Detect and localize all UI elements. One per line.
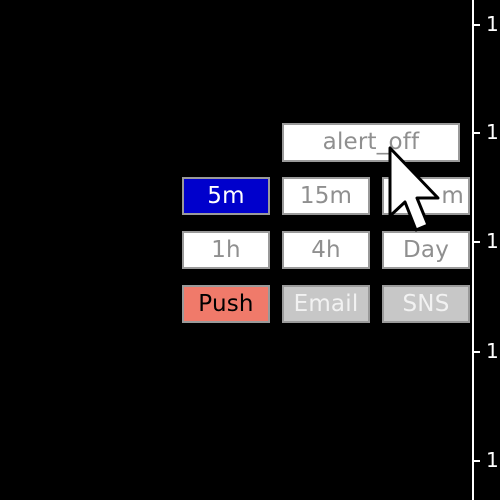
- price-axis-tick: [472, 24, 480, 26]
- price-axis-tick-label: 1: [486, 339, 499, 363]
- price-axis-tick: [472, 460, 480, 462]
- timeframe-15m-button[interactable]: 15m: [282, 177, 370, 215]
- price-axis-line: [472, 0, 474, 500]
- email-notification-button[interactable]: Email: [282, 285, 370, 323]
- sns-notification-button[interactable]: SNS: [382, 285, 470, 323]
- timeframe-5m-button[interactable]: 5m: [182, 177, 270, 215]
- timeframe-day-button[interactable]: Day: [382, 231, 470, 269]
- push-notification-button[interactable]: Push: [182, 285, 270, 323]
- price-axis-tick-label: 1: [486, 120, 499, 144]
- alert-toggle-button[interactable]: alert_off: [282, 123, 460, 162]
- price-axis-tick: [472, 241, 480, 243]
- price-axis-tick: [472, 132, 480, 134]
- price-axis-tick: [472, 351, 480, 353]
- timeframe-4h-button[interactable]: 4h: [282, 231, 370, 269]
- price-axis-tick-label: 1: [486, 229, 499, 253]
- timeframe-1h-button[interactable]: 1h: [182, 231, 270, 269]
- arrow-pointer-icon: [388, 146, 440, 232]
- price-axis-tick-label: 1: [486, 12, 499, 36]
- price-axis-tick-label: 1: [486, 448, 499, 472]
